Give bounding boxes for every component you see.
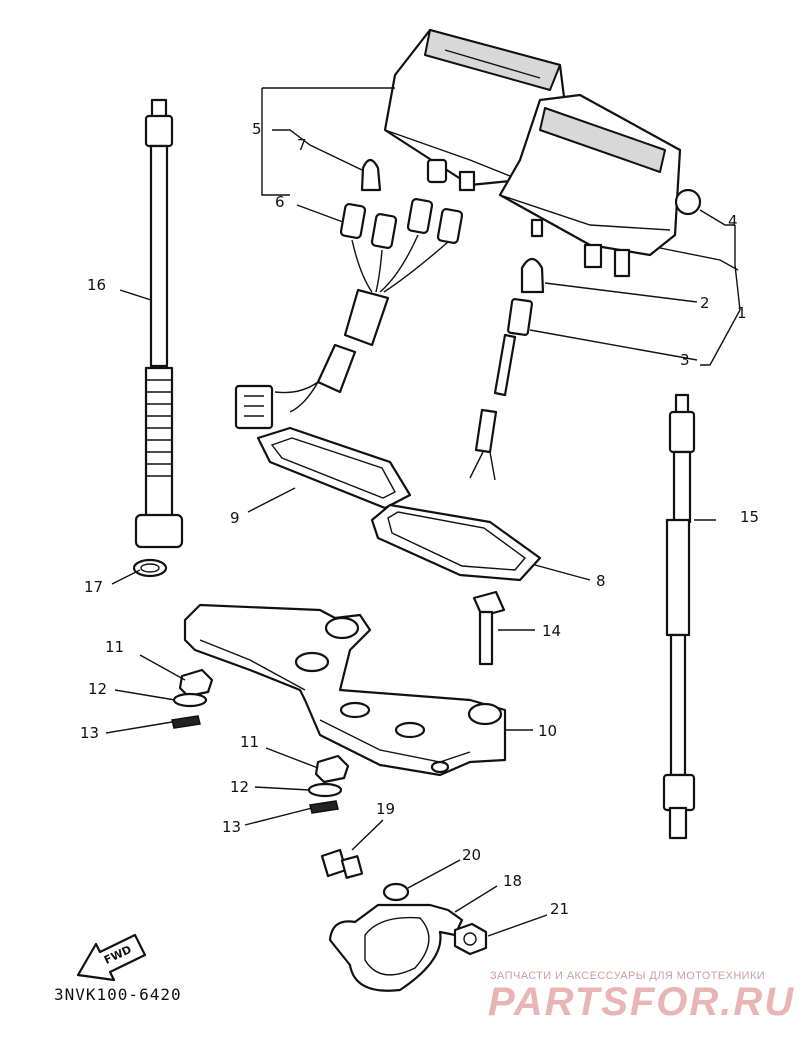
callout-8: 8	[596, 572, 606, 590]
washer-12a	[172, 692, 208, 708]
grommet-11a	[178, 668, 214, 698]
callout-5: 5	[252, 120, 262, 138]
o-ring-17	[132, 558, 168, 578]
callout-19: 19	[376, 800, 395, 818]
callout-1: 1	[737, 304, 747, 322]
drawing-code: 3NVK100-6420	[54, 985, 182, 1004]
callout-7: 7	[297, 136, 307, 154]
washer-20	[382, 882, 410, 902]
callout-21: 21	[550, 900, 569, 918]
tachometer-cable-15	[662, 393, 696, 840]
bulb-2	[520, 257, 545, 294]
bolt-14	[472, 590, 506, 666]
wire-harness-6	[234, 198, 464, 430]
fwd-arrow-icon: FWD	[76, 933, 147, 982]
callout-13b: 13	[222, 818, 241, 836]
callout-17: 17	[84, 578, 103, 596]
callout-16: 16	[87, 276, 106, 294]
callout-10: 10	[538, 722, 557, 740]
callout-11a: 11	[105, 638, 124, 656]
callout-6: 6	[275, 193, 285, 211]
nut-13b	[309, 800, 339, 814]
callout-12a: 12	[88, 680, 107, 698]
tachometer-assembly	[498, 93, 702, 278]
meter-cushion-8	[370, 503, 542, 582]
speedometer-assembly	[383, 28, 567, 192]
callout-12b: 12	[230, 778, 249, 796]
callout-9: 9	[230, 509, 240, 527]
grommet-11b	[314, 754, 350, 784]
leader-lines	[105, 87, 741, 937]
clamp-18	[328, 903, 464, 992]
meter-bracket-10	[183, 603, 507, 777]
speedometer-cable-16	[134, 98, 184, 549]
socket-3	[469, 298, 533, 481]
callout-3: 3	[680, 351, 690, 369]
washer-12b	[307, 782, 343, 798]
callout-15: 15	[740, 508, 759, 526]
callout-11b: 11	[240, 733, 259, 751]
callout-18: 18	[503, 872, 522, 890]
callout-20: 20	[462, 846, 481, 864]
watermark-brand: PARTSFOR.RU	[488, 980, 796, 1024]
bulb-7	[360, 158, 382, 192]
callout-14: 14	[542, 622, 561, 640]
watermark-subtitle: ЗАПЧАСТИ И АКСЕССУАРЫ ДЛЯ МОТОТЕХНИКИ	[490, 970, 766, 982]
meter-cushion-9	[256, 426, 412, 510]
nut-13a	[171, 715, 201, 729]
callout-2: 2	[700, 294, 710, 312]
bolt-19	[320, 848, 364, 879]
callout-labels: 1 2 3 4 5 6 7 8 9 10 11 11 12 12 13 13 1…	[80, 120, 759, 918]
callout-13a: 13	[80, 724, 99, 742]
nut-21	[453, 922, 488, 956]
callout-4: 4	[728, 212, 738, 230]
